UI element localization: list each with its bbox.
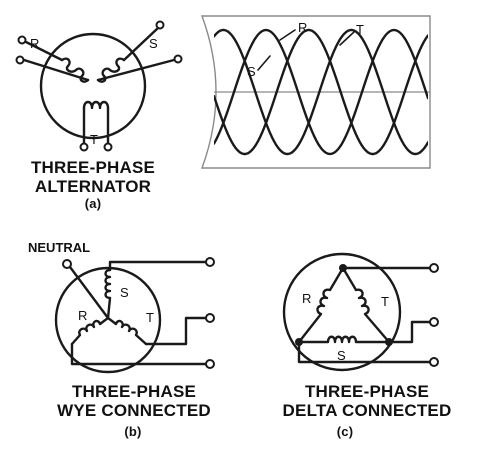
alternator-coil-s (96, 20, 183, 83)
wye-neutral-label: NEUTRAL (28, 240, 90, 255)
delta-coil-s (297, 335, 391, 344)
wye-lead-t (144, 316, 208, 346)
waveform-pointer-s (257, 55, 271, 71)
wye-figure: NEUTRAL S R T (28, 240, 215, 374)
wye-label-r: R (78, 308, 87, 323)
waveform-frame (200, 15, 431, 169)
delta-coil-t (341, 266, 391, 344)
alternator-lead-r1 (24, 40, 64, 62)
wye-caption-line2: WYE CONNECTED (57, 401, 211, 420)
wye-neutral-lead (68, 265, 110, 320)
alternator-terminal-t2 (103, 142, 113, 152)
alternator-label-t: T (90, 132, 98, 147)
alternator-terminal-t1 (79, 142, 89, 152)
alternator-label-s: S (149, 36, 158, 51)
alternator-label-r: R (30, 36, 39, 51)
waveform-figure: R S T (200, 15, 431, 169)
alternator-lead-s2 (96, 58, 176, 82)
alternator-coil-r-winding (60, 57, 90, 83)
delta-caption-line2: DELTA CONNECTED (282, 401, 452, 420)
delta-label-r: R (302, 291, 311, 306)
waveform-label-s: S (247, 64, 256, 79)
alternator-stator-circle (39, 32, 147, 140)
delta-tag: (c) (336, 424, 354, 439)
waveform-phase-s (214, 28, 428, 156)
alternator-lead-s1 (122, 26, 160, 62)
wye-terminal-t (205, 313, 215, 323)
alternator-terminal-r1 (17, 35, 27, 45)
waveform-phase-t (214, 28, 428, 156)
alternator-caption-line2: ALTERNATOR (34, 177, 152, 196)
wye-stator-circle (54, 266, 162, 374)
alternator-terminal-r2 (15, 55, 25, 65)
alternator-figure: R S T (15, 20, 183, 152)
wye-tag: (b) (124, 424, 142, 439)
delta-coil-r (297, 266, 345, 344)
wye-terminal-r (205, 359, 215, 369)
alternator-caption-line1: THREE-PHASE (30, 158, 156, 177)
wye-lead-s (108, 260, 208, 272)
delta-terminal-left (429, 357, 439, 367)
alternator-coil-t (79, 100, 113, 152)
delta-stator-circle (282, 252, 402, 372)
wye-coil-r (70, 316, 110, 346)
delta-label-t: T (381, 294, 389, 309)
wye-label-t: T (146, 310, 154, 325)
waveform-phase-r (214, 28, 428, 156)
waveform-pointer-r (279, 29, 296, 41)
delta-terminal-right (429, 317, 439, 327)
delta-caption: THREE-PHASE DELTA CONNECTED (272, 382, 462, 420)
delta-label-s: S (337, 348, 346, 363)
waveform-label-r: R (298, 20, 307, 35)
wye-label-s: S (120, 285, 129, 300)
delta-figure: R T S (282, 252, 439, 372)
alternator-tag: (a) (84, 196, 102, 211)
wye-terminal-s (205, 257, 215, 267)
delta-terminal-top (429, 263, 439, 273)
alternator-terminal-s1 (155, 20, 165, 30)
alternator-terminal-s2 (173, 54, 183, 64)
waveform-pointer-t (339, 31, 355, 46)
alternator-coil-t-winding (82, 100, 110, 110)
wye-caption-line1: THREE-PHASE (71, 382, 197, 401)
alternator-caption: THREE-PHASE ALTERNATOR (24, 158, 162, 196)
delta-lead-left (297, 340, 432, 364)
wye-neutral-terminal (62, 259, 72, 269)
wye-caption: THREE-PHASE WYE CONNECTED (46, 382, 222, 420)
wye-coil-t (106, 316, 148, 346)
delta-lead-right (387, 320, 432, 344)
wye-coil-s (104, 268, 112, 320)
waveform-label-t: T (356, 22, 364, 37)
wye-lead-r (70, 342, 208, 366)
alternator-lead-r2 (22, 58, 90, 82)
delta-caption-line1: THREE-PHASE (304, 382, 430, 401)
alternator-coil-r (15, 35, 90, 83)
